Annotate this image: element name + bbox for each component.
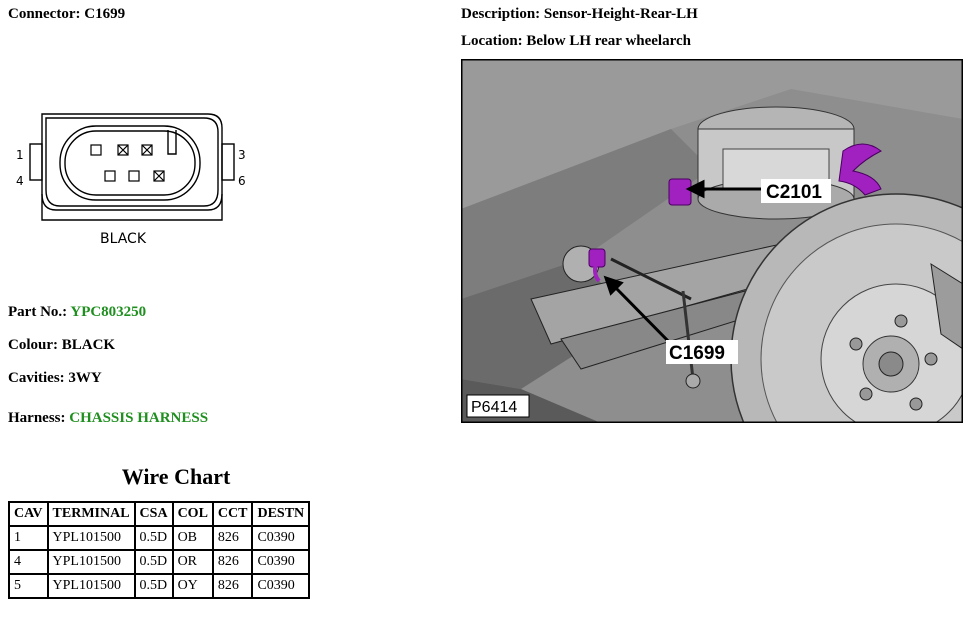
table-row: 4 YPL101500 0.5D OR 826 C0390	[10, 551, 309, 573]
location-value: Below LH rear wheelarch	[526, 33, 691, 49]
cavities-line: Cavities: 3WY	[8, 370, 102, 387]
photo-reference-number: P6414	[471, 399, 517, 416]
harness-line: Harness: CHASSIS HARNESS	[8, 410, 208, 427]
table-cell: YPL101500	[48, 575, 134, 597]
table-cell: 1	[10, 527, 47, 549]
table-cell: 4	[10, 551, 47, 573]
part-number-label: Part No.:	[8, 304, 68, 320]
part-number-line: Part No.: YPC803250	[8, 304, 146, 321]
column-header: COL	[173, 503, 212, 525]
table-cell: OR	[173, 551, 212, 573]
table-cell: 826	[213, 575, 252, 597]
connector-color-caption: BLACK	[100, 231, 147, 247]
table-cell: YPL101500	[48, 527, 134, 549]
column-header: CCT	[213, 503, 252, 525]
cavities-value: 3WY	[68, 370, 102, 386]
column-header: CAV	[10, 503, 47, 525]
colour-label: Colour:	[8, 337, 58, 353]
connector-line: Connector: C1699	[8, 6, 125, 23]
table-cell: 0.5D	[135, 575, 172, 597]
pin-label-6: 6	[238, 174, 246, 188]
table-cell: C0390	[253, 551, 309, 573]
colour-line: Colour: BLACK	[8, 337, 115, 354]
column-header: TERMINAL	[48, 503, 134, 525]
connector-label: Connector:	[8, 6, 81, 22]
cavities-label: Cavities:	[8, 370, 65, 386]
part-number-link[interactable]: YPC803250	[70, 304, 147, 320]
callout-c2101: C2101	[766, 182, 822, 203]
pin-label-4: 4	[16, 174, 24, 188]
column-header: CSA	[135, 503, 172, 525]
table-cell: YPL101500	[48, 551, 134, 573]
connector-face-diagram: 1 4 3 6 BLACK	[16, 113, 246, 247]
table-cell: 0.5D	[135, 527, 172, 549]
callout-c1699: C1699	[669, 343, 725, 364]
table-cell: OB	[173, 527, 212, 549]
description-label: Description:	[461, 6, 541, 22]
table-row: 5 YPL101500 0.5D OY 826 C0390	[10, 575, 309, 597]
description-line: Description: Sensor-Height-Rear-LH	[461, 6, 698, 23]
pin-label-1: 1	[16, 148, 24, 162]
table-cell: OY	[173, 575, 212, 597]
table-header-row: CAV TERMINAL CSA COL CCT DESTN	[10, 503, 309, 525]
wire-chart-title: Wire Chart	[121, 464, 231, 489]
table-row: 1 YPL101500 0.5D OB 826 C0390	[10, 527, 309, 549]
colour-value: BLACK	[61, 337, 116, 353]
table-cell: 5	[10, 575, 47, 597]
table-cell: 826	[213, 551, 252, 573]
description-value: Sensor-Height-Rear-LH	[543, 6, 698, 22]
wire-chart-table: CAV TERMINAL CSA COL CCT DESTN 1 YPL1015…	[8, 501, 311, 599]
table-cell: C0390	[253, 575, 309, 597]
table-cell: 0.5D	[135, 551, 172, 573]
pin-label-3: 3	[238, 148, 246, 162]
harness-link[interactable]: CHASSIS HARNESS	[69, 410, 209, 426]
table-cell: C0390	[253, 527, 309, 549]
connector-value: C1699	[84, 6, 126, 22]
location-line: Location: Below LH rear wheelarch	[461, 33, 691, 50]
location-photo: C2101 C1699 P6414	[461, 59, 963, 423]
harness-label: Harness:	[8, 410, 66, 426]
table-cell: 826	[213, 527, 252, 549]
column-header: DESTN	[253, 503, 309, 525]
location-label: Location:	[461, 33, 523, 49]
